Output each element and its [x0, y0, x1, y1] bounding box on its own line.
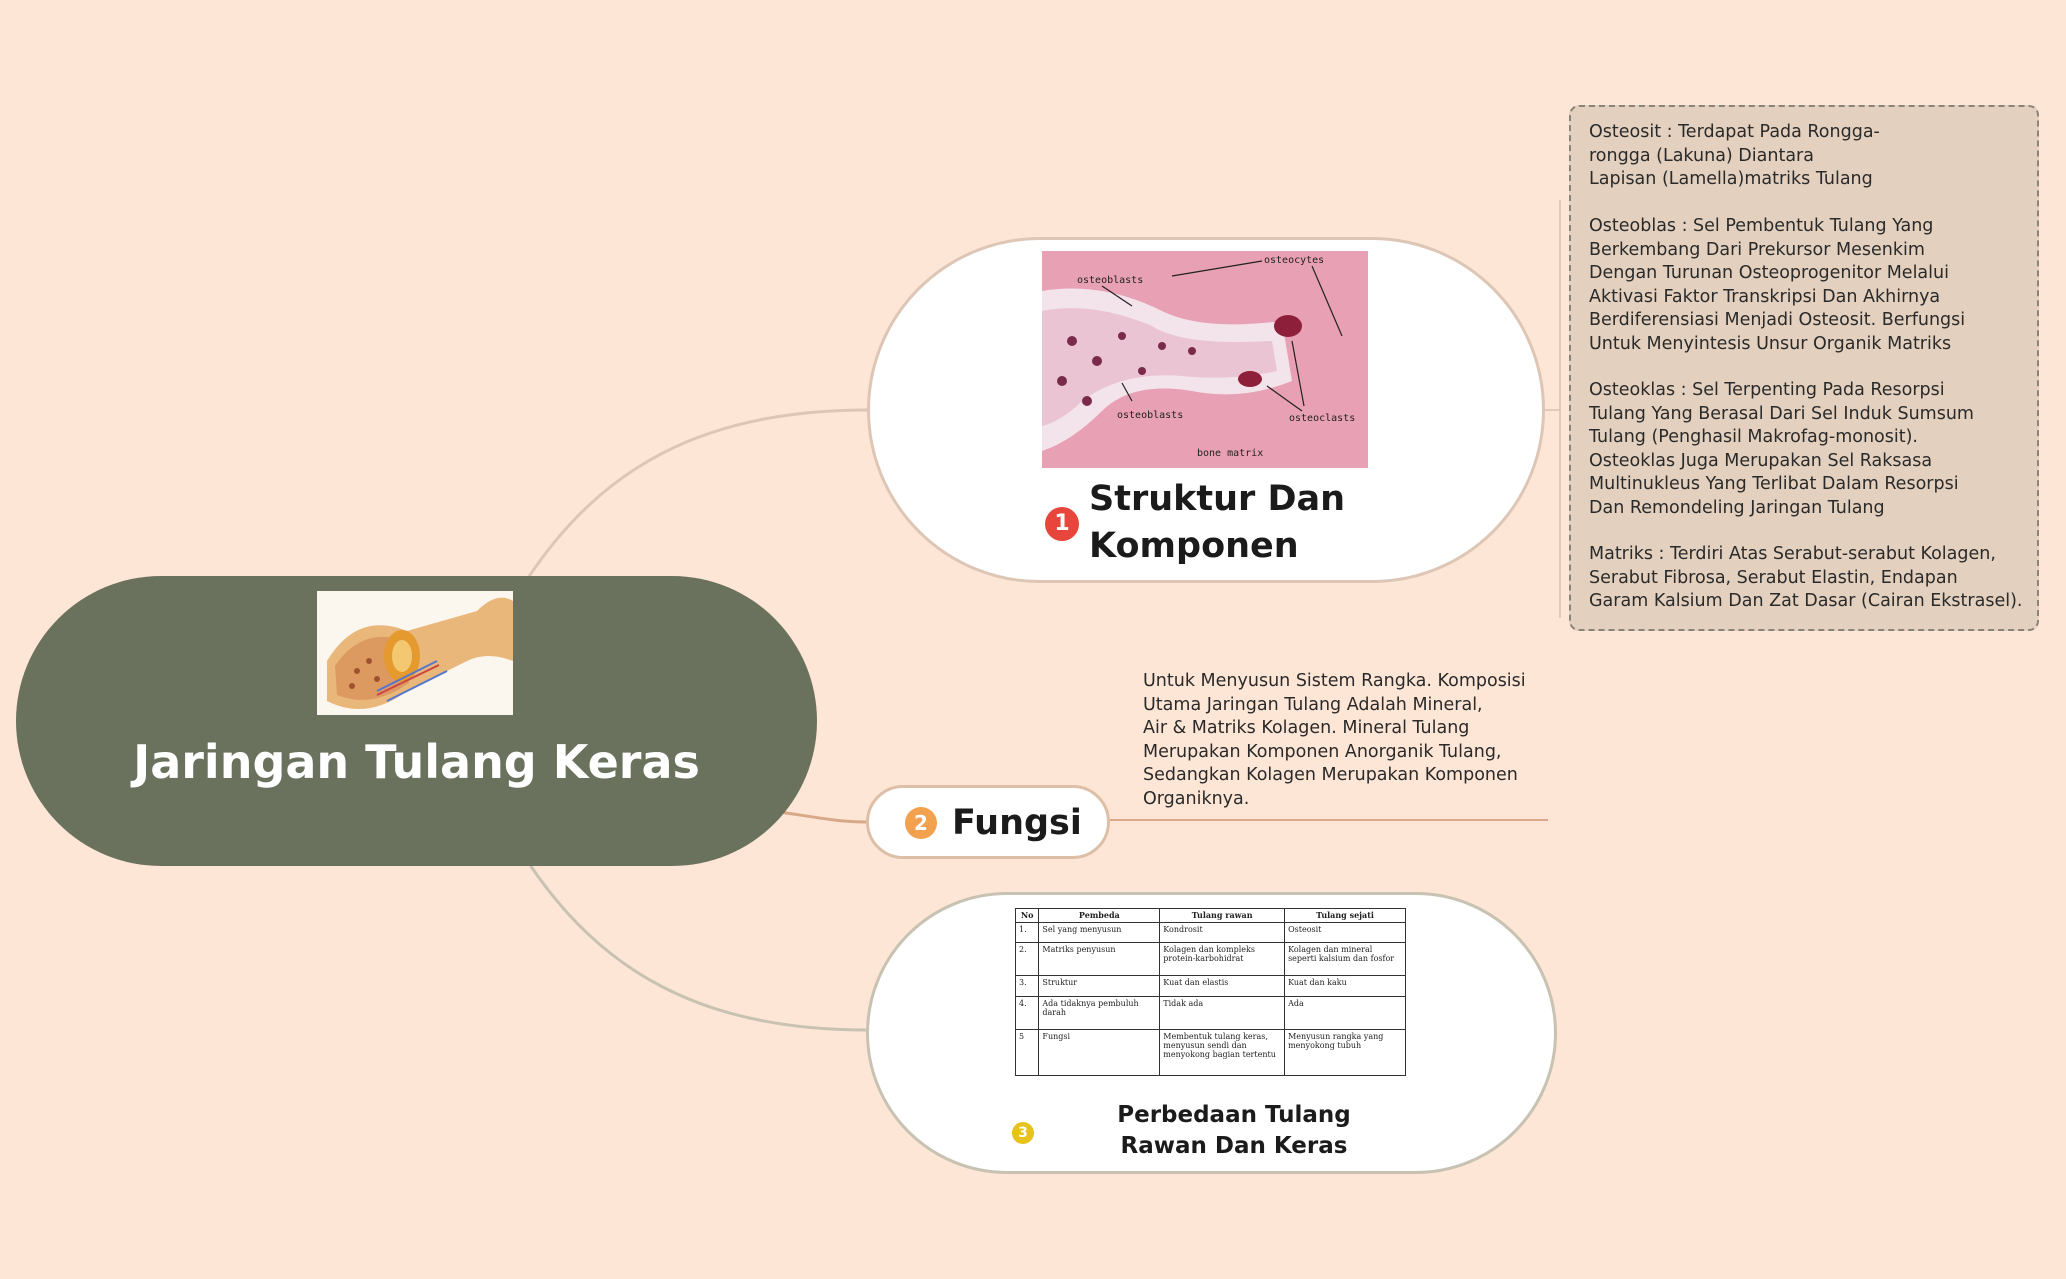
detail-osteosit[interactable]: Osteosit : Terdapat Pada Rongga- rongga …: [1589, 122, 1880, 189]
label-osteoblasts-bottom: osteoblasts: [1117, 410, 1183, 421]
table-cell: 3.: [1014, 975, 1040, 997]
connector-perbedaan: [526, 861, 867, 1032]
fungsi-detail[interactable]: Untuk Menyusun Sistem Rangka. Komposisi …: [1143, 671, 1526, 809]
table-cell: Matriks penyusun: [1038, 942, 1161, 977]
header-tulang-rawan: Tulang rawan: [1159, 908, 1286, 923]
topic-struktur-dan-komponen[interactable]: osteoblasts osteocytes osteoblasts osteo…: [867, 237, 1545, 583]
header-pembeda: Pembeda: [1038, 908, 1161, 923]
detail-matriks[interactable]: Matriks : Terdiri Atas Serabut-serabut K…: [1589, 544, 2023, 611]
topic-2-title: Fungsi: [952, 803, 1082, 843]
topic-perbedaan[interactable]: No Pembeda Tulang rawan Tulang sejati 1.…: [866, 892, 1557, 1174]
structure-details-box[interactable]: Osteosit : Terdapat Pada Rongga- rongga …: [1569, 105, 2039, 631]
central-topic[interactable]: Jaringan Tulang Keras: [16, 576, 817, 866]
table-cell: 1.: [1014, 921, 1040, 944]
table-cell: Ada: [1284, 995, 1406, 1030]
table-cell: Kuat dan elastis: [1159, 975, 1286, 997]
table-row: 3. Struktur Kuat dan elastis Kuat dan ka…: [1014, 975, 1406, 997]
label-osteocytes: osteocytes: [1264, 255, 1324, 266]
comparison-table: No Pembeda Tulang rawan Tulang sejati 1.…: [1014, 908, 1406, 1077]
table-cell: Membentuk tulang keras, menyusun sendi d…: [1159, 1028, 1286, 1077]
table-cell: 2.: [1014, 942, 1040, 977]
osteocytes-micrograph-image: osteoblasts osteocytes osteoblasts osteo…: [1042, 251, 1368, 468]
table-row: 2. Matriks penyusun Kolagen dan kompleks…: [1014, 942, 1406, 977]
bone-anatomy-image: [317, 591, 513, 715]
connector-fungsi: [779, 810, 867, 824]
topic-3-title: Perbedaan Tulang Rawan Dan Keras: [1117, 1102, 1351, 1159]
table-cell: Ada tidaknya pembuluh darah: [1038, 995, 1161, 1030]
table-cell: Fungsi: [1038, 1028, 1161, 1077]
label-osteoblasts-top: osteoblasts: [1077, 275, 1143, 286]
table-cell: Kuat dan kaku: [1284, 975, 1406, 997]
topic-fungsi[interactable]: 2 Fungsi: [866, 785, 1110, 859]
detail-osteoblas[interactable]: Osteoblas : Sel Pembentuk Tulang Yang Be…: [1589, 216, 1966, 354]
topic-1-title: Struktur Dan Komponen: [1089, 479, 1346, 566]
label-osteoclasts: osteoclasts: [1289, 413, 1355, 424]
table-cell: Sel yang menyusun: [1038, 921, 1161, 944]
badge-2: 2: [905, 807, 937, 839]
connector-details-bracket: [1545, 200, 1561, 618]
table-row: 1. Sel yang menyusun Kondrosit Osteosit: [1014, 921, 1406, 944]
table-cell: Tidak ada: [1159, 995, 1286, 1030]
bone-illustration-icon: [317, 591, 513, 715]
badge-1: 1: [1045, 507, 1079, 541]
detail-osteoklas[interactable]: Osteoklas : Sel Terpenting Pada Resorpsi…: [1589, 380, 1974, 518]
table-cell: Struktur: [1038, 975, 1161, 997]
header-tulang-sejati: Tulang sejati: [1284, 908, 1406, 923]
table-cell: Menyusun rangka yang menyokong tubuh: [1284, 1028, 1406, 1077]
table-cell: 5: [1014, 1028, 1040, 1077]
label-bone-matrix: bone matrix: [1197, 448, 1263, 459]
badge-3: 3: [1012, 1122, 1034, 1144]
central-title: Jaringan Tulang Keras: [133, 735, 700, 789]
table-cell: Osteosit: [1284, 921, 1406, 944]
micrograph-illustration-icon: osteoblasts osteocytes osteoblasts osteo…: [1042, 251, 1368, 468]
table-cell: 4.: [1014, 995, 1040, 1030]
table-cell: Kolagen dan kompleks protein-karbohidrat: [1159, 942, 1286, 977]
connector-structure: [526, 408, 868, 579]
table-header-row: No Pembeda Tulang rawan Tulang sejati: [1014, 908, 1406, 923]
table-cell: Kondrosit: [1159, 921, 1286, 944]
header-no: No: [1014, 908, 1040, 923]
table-row: 4. Ada tidaknya pembuluh darah Tidak ada…: [1014, 995, 1406, 1030]
table-cell: Kolagen dan mineral seperti kalsium dan …: [1284, 942, 1406, 977]
table-row: 5 Fungsi Membentuk tulang keras, menyusu…: [1014, 1028, 1406, 1077]
